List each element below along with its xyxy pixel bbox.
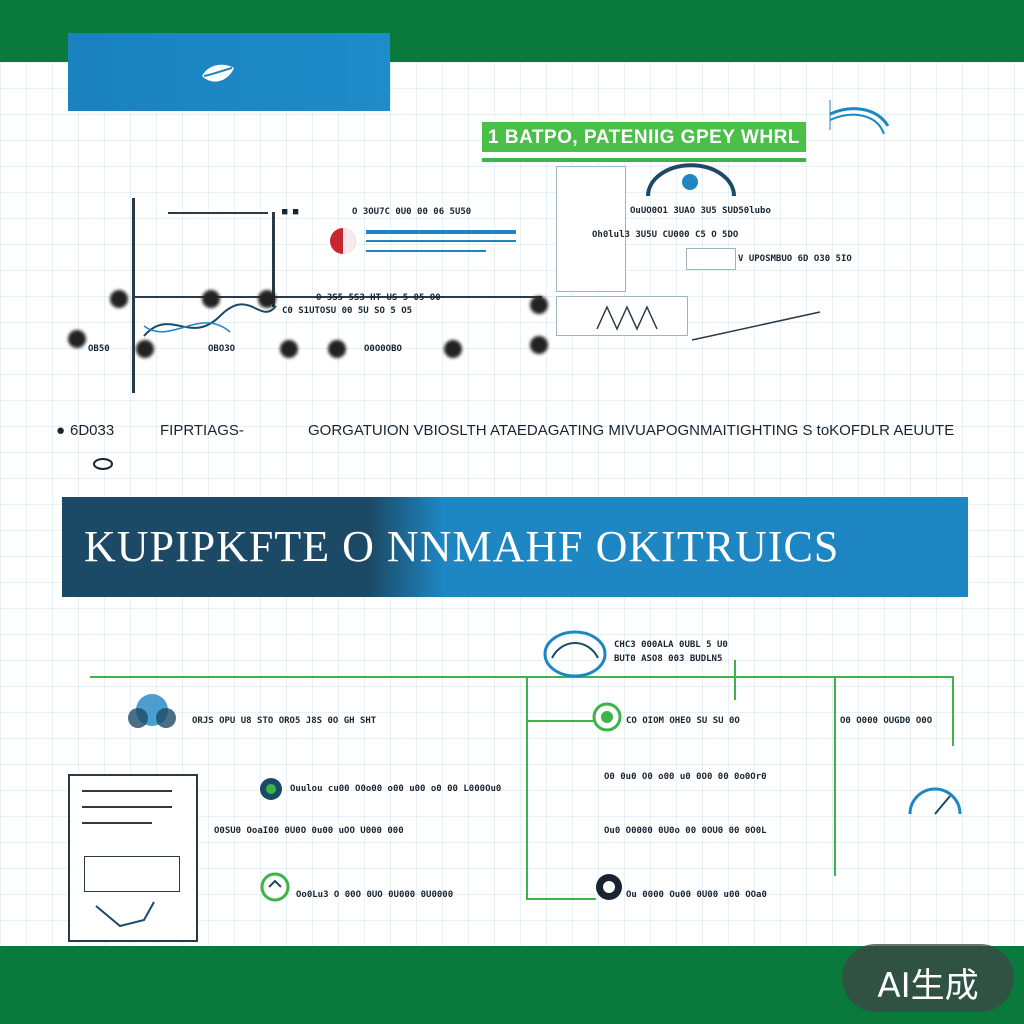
data-dot	[328, 340, 346, 358]
bl-caption-2: O0SU0 OoaI00 0U0O 0u00 uOO U000 000	[214, 826, 404, 836]
filter-label: FIPRTIAGS-	[160, 422, 244, 439]
red-disc-icon	[330, 228, 356, 254]
hero-banner: KUPIPKFTE O NNMAHF OKITRUICS	[62, 497, 968, 597]
link-icon	[93, 458, 113, 470]
lower-caption-3: CO OIOM OHEO SU SU 0O	[626, 716, 740, 726]
mr-caption-2: Ou0 O0000 0U0o 00 0OU0 00 0O0L	[604, 826, 767, 836]
globe-arch-icon	[646, 163, 736, 197]
recycle-icon	[260, 872, 290, 902]
left-code: 6D033	[70, 422, 115, 439]
lower-caption-2: BUT0 ASO8 003 BUDLN5	[614, 654, 723, 664]
connector	[90, 676, 528, 678]
axis-line	[132, 198, 135, 393]
data-dot	[136, 340, 154, 358]
caption-right-1: OuUO0O1 3UAO 3U5 SUD50lubo	[630, 206, 771, 216]
caption-top-mid-1: O 3OU7C 0U0 00 06 5U50	[352, 207, 472, 217]
far-right-caption: O0 O000 OUGD0 O0O	[840, 716, 933, 726]
mid-flow-caption: ORJS OPU U8 STO ORO5 J8S 0O GH SHT	[192, 716, 377, 726]
data-dot	[202, 290, 220, 308]
speed-gauge-icon	[908, 787, 962, 815]
data-dot	[110, 290, 128, 308]
globe-icon	[260, 778, 282, 800]
badge-icon	[596, 874, 622, 900]
data-dot	[280, 340, 298, 358]
data-dot	[68, 330, 86, 348]
hero-title: KUPIPKFTE O NNMAHF OKITRUICS	[84, 522, 840, 571]
side-panel	[556, 166, 626, 292]
green-tag-label: 1 BATPO, PATENIIG GPEY WHRL	[488, 127, 800, 148]
wave-icon	[829, 100, 890, 135]
hands-globe-icon	[543, 630, 607, 678]
caption-top-mid-2: O 3S5 5S3 HT US 5 05 O0	[316, 293, 441, 303]
data-dot	[258, 290, 276, 308]
caption-top-mid-3: C0 S1UTOSU 00 5U SO 5 O5	[282, 306, 413, 316]
ai-generated-badge: AI生成	[842, 944, 1014, 1012]
data-dot	[444, 340, 462, 358]
mr-caption-1: O0 0u0 O0 o00 u0 0O0 00 0o0Or0	[604, 772, 767, 782]
divider	[168, 212, 268, 214]
caption-right-3: V UPOSMBUO 6D O30 5IO	[738, 254, 852, 264]
long-label: GORGATUION VBIOSLTH ATAEDAGATING MIVUAPO…	[308, 422, 955, 439]
data-dot	[530, 336, 548, 354]
data-dot	[530, 296, 548, 314]
green-tag: 1 BATPO, PATENIIG GPEY WHRL	[482, 118, 806, 162]
blue-bar	[366, 230, 516, 234]
ai-badge-label: AI生成	[877, 966, 979, 1006]
mr-caption-3: Ou 0000 Ou00 0U00 u00 OOa0	[626, 890, 767, 900]
trend-line	[691, 311, 821, 341]
caption-right-2: Oh0lul3 3U5U CU000 C5 O 5DO	[592, 230, 739, 240]
mini-chart	[556, 296, 688, 336]
sparkline	[143, 303, 277, 337]
tree-icon	[128, 694, 176, 728]
leaf-logo-icon	[202, 64, 234, 82]
dots-caption-1: OB50	[88, 344, 110, 354]
dots-caption-2: OBO3O	[208, 344, 236, 354]
lower-caption-1: CHC3 000ALA 0UBL 5 U0	[614, 640, 728, 650]
leaf-badge-icon	[592, 702, 622, 732]
bl-caption-3: Oo0Lu3 O 00O 0UO 0U000 0U0000	[296, 890, 454, 900]
dots-caption-3: O0O0OBO	[364, 344, 402, 354]
bl-caption-1: Ouulou cu00 O0o00 o00 u00 o0 00 L000Ou0	[290, 784, 502, 794]
